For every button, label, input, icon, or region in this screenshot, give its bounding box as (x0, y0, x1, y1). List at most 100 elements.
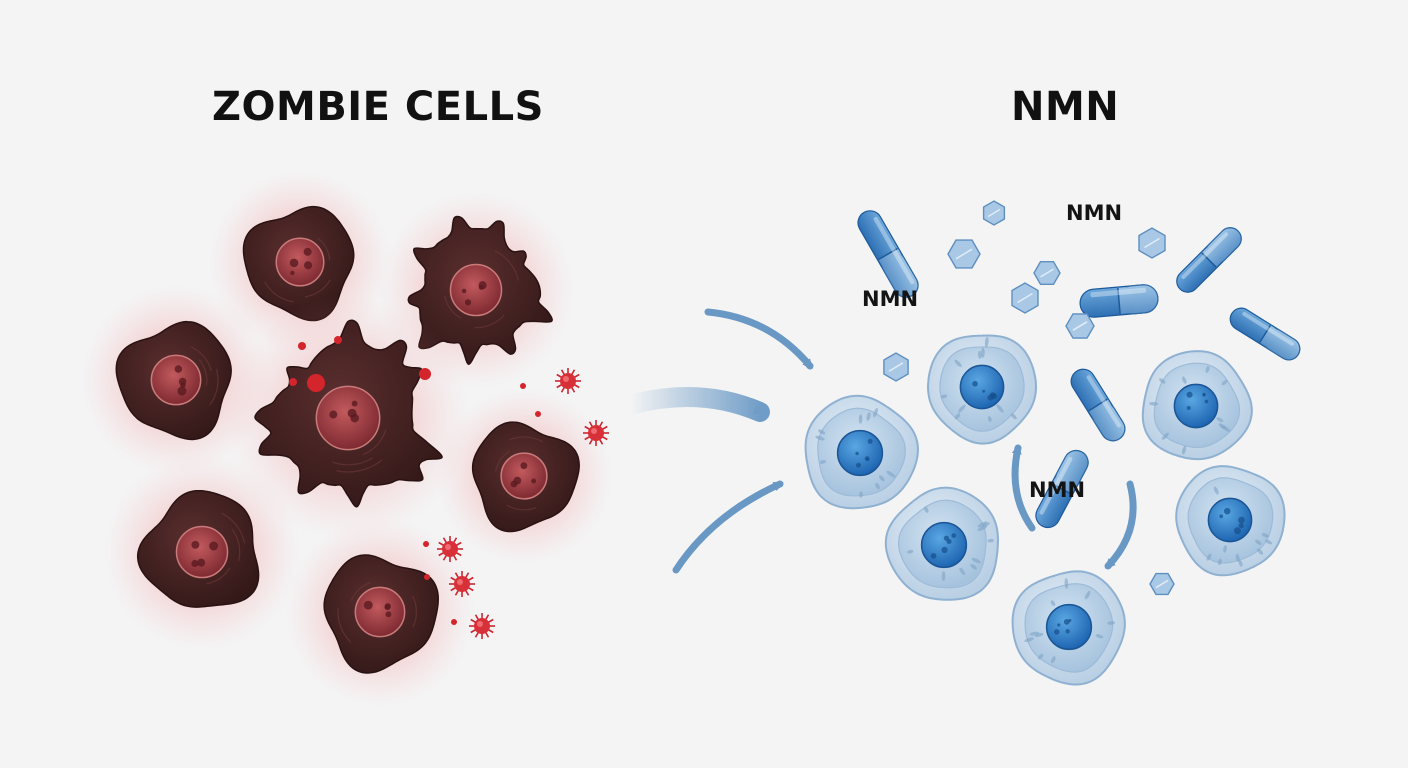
chromatin (1063, 618, 1070, 625)
organelle (1206, 553, 1212, 561)
nmn-title: NMN (1011, 84, 1120, 130)
nucleolus (351, 400, 358, 407)
cell-texture (411, 595, 417, 628)
chromatin (1057, 623, 1061, 627)
organelle (978, 350, 982, 359)
healthy-cell-icon (1141, 350, 1253, 461)
organelle (1050, 600, 1056, 606)
organelle (1261, 533, 1270, 538)
capsule-icon (857, 210, 919, 298)
organelle (907, 549, 914, 554)
capsule-icon (1229, 307, 1301, 361)
organelle (981, 347, 985, 358)
cell-texture (206, 567, 231, 585)
organelle (819, 460, 827, 464)
healthy-nucleus (836, 429, 884, 477)
chromatin (1238, 516, 1245, 524)
nucleolus (303, 247, 312, 256)
cell-texture (362, 428, 387, 456)
chromatin (930, 552, 937, 559)
organelle (1235, 553, 1240, 563)
organelle (1218, 558, 1222, 566)
nmn-label: NMN (1066, 201, 1123, 225)
organelle (977, 521, 988, 528)
nucleolus (174, 365, 183, 373)
nucleolus (177, 386, 187, 396)
zombie-nucleus (354, 586, 406, 638)
zombie-cells-group (80, 170, 613, 708)
nucleolus (191, 540, 200, 549)
organelle (1205, 365, 1210, 373)
organelle (886, 470, 896, 478)
healthy-cells-group (804, 334, 1286, 686)
curved-arrow-icon (1011, 444, 1036, 532)
organelle (1024, 637, 1034, 643)
zombie-cell-icon (435, 387, 613, 565)
cell-texture (495, 450, 511, 472)
organelle (941, 571, 946, 582)
inflammatory-dot (535, 411, 541, 417)
zombie-cell-icon (103, 453, 301, 651)
cell-texture (221, 512, 246, 544)
inflammatory-dot (307, 374, 325, 392)
chromatin (941, 546, 948, 553)
healthy-cell-icon (884, 486, 1000, 601)
chromatin (1202, 393, 1206, 397)
chromatin (1233, 527, 1241, 535)
inflammatory-dot (289, 378, 297, 386)
cell-texture (350, 581, 372, 601)
healthy-nucleus (1173, 383, 1219, 429)
organelle (984, 336, 989, 348)
nmn-label: NMN (862, 287, 919, 311)
capsule-icon (1070, 368, 1126, 442)
inflammatory-dot (334, 336, 342, 344)
cell-texture (336, 459, 383, 473)
organelle (958, 404, 966, 413)
nucleolus (510, 480, 518, 488)
nucleolus (197, 558, 206, 567)
organelle (1050, 656, 1056, 664)
zombie-nucleus (150, 354, 202, 406)
chromatin (982, 389, 986, 393)
chromatin (989, 392, 996, 398)
organelle (970, 564, 977, 570)
cell-texture (337, 608, 352, 643)
chromatin (1223, 507, 1231, 515)
organelle (818, 429, 826, 435)
chromatin (1186, 391, 1193, 398)
organelle (1159, 378, 1166, 384)
organelle (1034, 632, 1044, 638)
organelle (1218, 423, 1226, 430)
nucleolus (384, 603, 391, 610)
cell-texture (332, 457, 374, 466)
cell-texture (316, 237, 331, 261)
zombie-nucleus (175, 525, 229, 579)
organelle (1095, 634, 1104, 639)
inflammatory-dot (423, 541, 429, 547)
zombie-nucleus (315, 385, 381, 451)
cell-texture (304, 279, 331, 298)
curved-arrow-icon (672, 480, 784, 574)
nucleolus (350, 413, 360, 423)
zombie-cell-icon (225, 295, 471, 541)
inflammatory-dot (298, 342, 306, 350)
cell-texture (190, 346, 212, 372)
chromatin (1053, 629, 1060, 635)
cell-texture (508, 436, 544, 443)
zombie-cell-icon (284, 516, 476, 708)
zombie-nucleus (449, 263, 503, 317)
chromatin (1186, 406, 1191, 411)
inflammatory-dot (424, 574, 430, 580)
virus-particle-icon (555, 368, 581, 394)
healthy-nucleus (1045, 603, 1093, 651)
organelle (1255, 539, 1262, 546)
chromatin (1204, 399, 1209, 404)
virus-particle-icon (449, 571, 475, 597)
organelle (1223, 545, 1227, 553)
virus-particle-icon (437, 536, 463, 562)
organelle (873, 408, 879, 418)
nucleolus (478, 284, 484, 290)
organelle (982, 522, 990, 527)
